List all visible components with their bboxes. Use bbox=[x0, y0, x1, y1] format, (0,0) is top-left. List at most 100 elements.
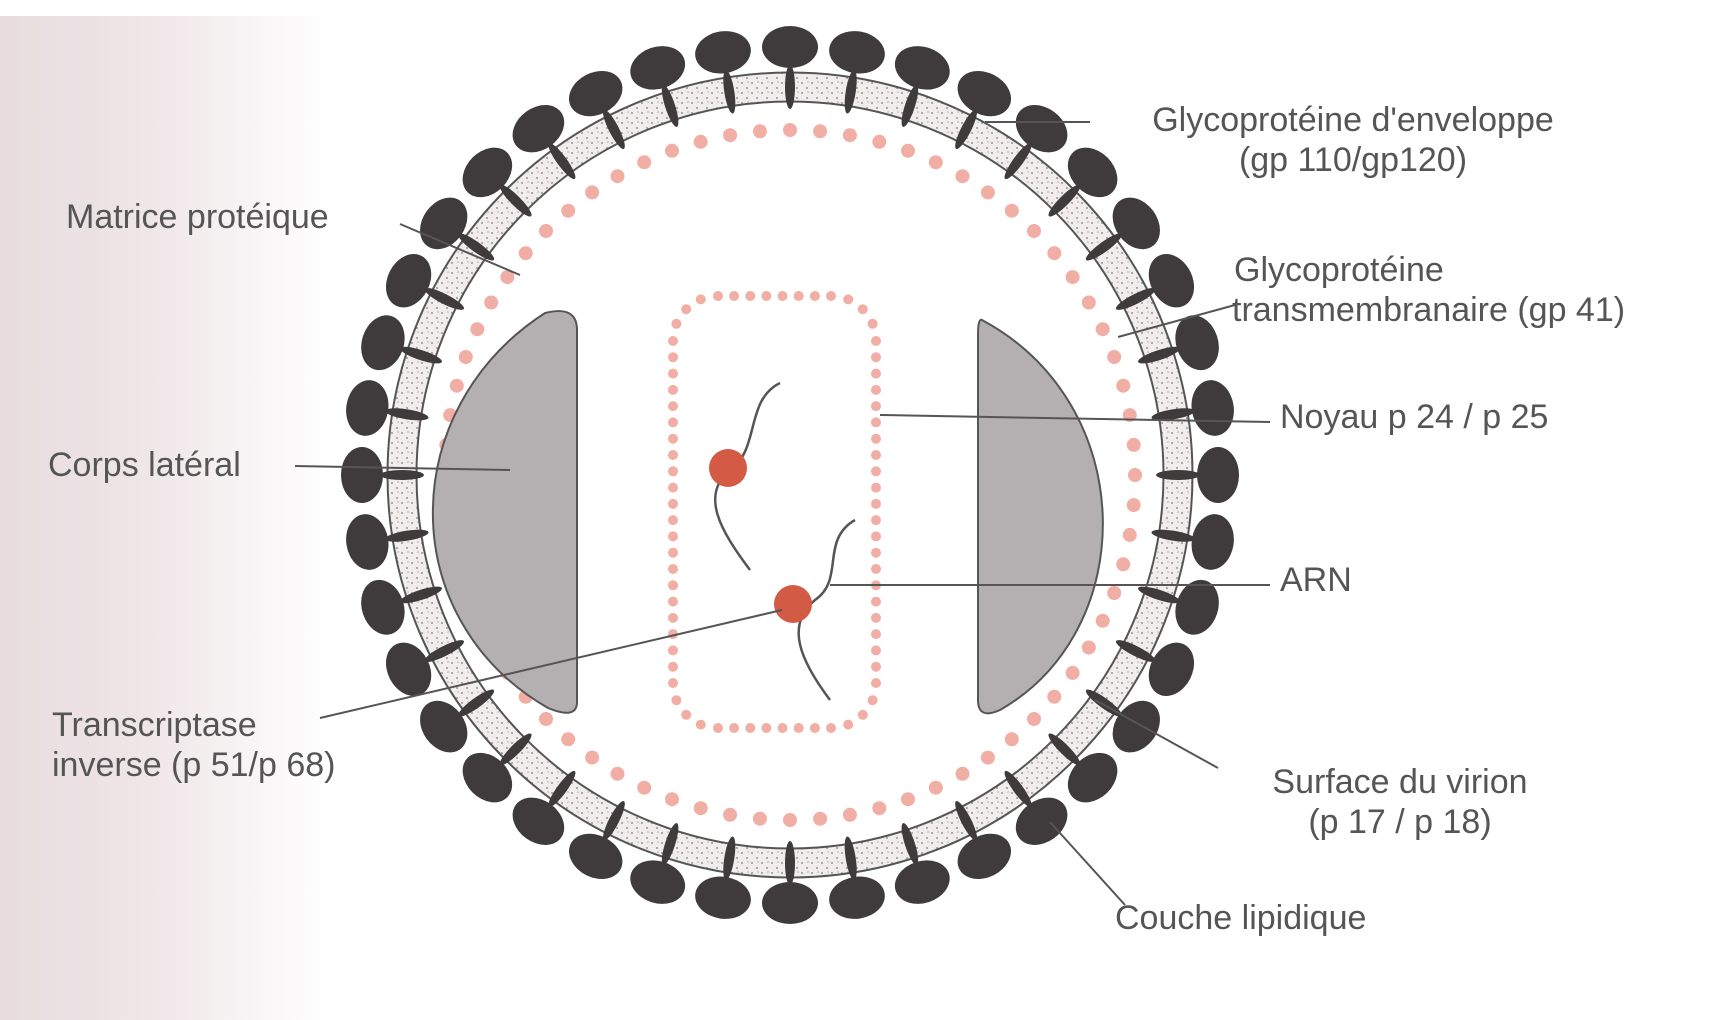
core-capsid-dot bbox=[761, 291, 771, 301]
core-capsid-dot bbox=[871, 678, 881, 688]
protein-matrix-dot bbox=[450, 379, 464, 393]
core-capsid-dot bbox=[778, 723, 788, 733]
protein-matrix-dot bbox=[1107, 350, 1121, 364]
protein-matrix-dot bbox=[872, 801, 886, 815]
core-capsid-dot bbox=[826, 291, 836, 301]
core-capsid-dot bbox=[810, 723, 820, 733]
core-capsid-dot bbox=[871, 466, 881, 476]
core-capsid-dot bbox=[778, 291, 788, 301]
core-capsid-dot bbox=[668, 401, 678, 411]
protein-matrix-dot bbox=[929, 155, 943, 169]
core-capsid-dot bbox=[871, 336, 881, 346]
protein-matrix-dot bbox=[981, 185, 995, 199]
label-virion-surface: Surface du virion (p 17 / p 18) bbox=[1220, 762, 1580, 842]
core-capsid-dot bbox=[871, 352, 881, 362]
label-envelope-glycoprotein-line1: Glycoprotéine d'enveloppe bbox=[1088, 100, 1618, 140]
protein-matrix-dot bbox=[665, 792, 679, 806]
protein-matrix-dot bbox=[1066, 270, 1080, 284]
label-reverse-transcriptase-line2: inverse (p 51/p 68) bbox=[52, 745, 336, 785]
core-capsid-dot bbox=[871, 385, 881, 395]
protein-matrix-dot bbox=[539, 712, 553, 726]
label-reverse-transcriptase: Transcriptase inverse (p 51/p 68) bbox=[52, 705, 336, 785]
protein-matrix-dot bbox=[1096, 614, 1110, 628]
core-capsid-dot bbox=[745, 291, 755, 301]
label-transmembrane-glycoprotein: Glycoprotéine transmembranaire (gp 41) bbox=[1232, 250, 1625, 330]
protein-matrix-dot bbox=[872, 135, 886, 149]
protein-matrix-dot bbox=[611, 767, 625, 781]
protein-matrix-dot bbox=[694, 135, 708, 149]
core-capsid-dot bbox=[871, 499, 881, 509]
core-capsid-dot bbox=[843, 294, 853, 304]
core-capsid-dot bbox=[871, 597, 881, 607]
label-protein-matrix: Matrice protéique bbox=[66, 197, 329, 237]
core-capsid-dot bbox=[871, 483, 881, 493]
core-capsid-dot bbox=[871, 662, 881, 672]
core-capsid-dot bbox=[668, 466, 678, 476]
core-capsid-dot bbox=[745, 723, 755, 733]
protein-matrix-dot bbox=[981, 751, 995, 765]
protein-matrix-dot bbox=[723, 808, 737, 822]
label-virion-surface-line2: (p 17 / p 18) bbox=[1220, 802, 1580, 842]
reverse-transcriptase-enzyme-1 bbox=[709, 449, 747, 487]
protein-matrix-dot bbox=[459, 350, 473, 364]
protein-matrix-dot bbox=[1027, 224, 1041, 238]
core-capsid-dot bbox=[713, 723, 723, 733]
protein-matrix-dot bbox=[783, 123, 797, 137]
protein-matrix-dot bbox=[1107, 586, 1121, 600]
label-rna: ARN bbox=[1280, 560, 1352, 600]
protein-matrix-dot bbox=[753, 124, 767, 138]
protein-matrix-dot bbox=[956, 767, 970, 781]
core-capsid-dot bbox=[696, 720, 706, 730]
core-capsid-dot bbox=[871, 515, 881, 525]
core-capsid-dot bbox=[810, 291, 820, 301]
lateral-body-right bbox=[978, 320, 1103, 714]
core-capsid-dot bbox=[871, 369, 881, 379]
label-envelope-glycoprotein-line2: (gp 110/gp120) bbox=[1088, 140, 1618, 180]
core-capsid-dot bbox=[713, 291, 723, 301]
protein-matrix-dot bbox=[1047, 246, 1061, 260]
core-capsid-dot bbox=[681, 710, 691, 720]
label-envelope-glycoprotein: Glycoprotéine d'enveloppe (gp 110/gp120) bbox=[1088, 100, 1618, 180]
protein-matrix-dot bbox=[637, 781, 651, 795]
label-reverse-transcriptase-line1: Transcriptase bbox=[52, 705, 336, 745]
core-capsid-dot bbox=[668, 499, 678, 509]
core-capsid-dot bbox=[871, 450, 881, 460]
core-capsid-dot bbox=[668, 336, 678, 346]
protein-matrix-dot bbox=[901, 144, 915, 158]
core-capsid-dot bbox=[671, 319, 681, 329]
core-capsid-dot bbox=[843, 720, 853, 730]
label-lateral-body: Corps latéral bbox=[48, 445, 241, 485]
protein-matrix-dot bbox=[813, 812, 827, 826]
protein-matrix-dot bbox=[1027, 712, 1041, 726]
core-capsid-dot bbox=[871, 434, 881, 444]
leader-lipid-layer bbox=[1050, 822, 1125, 905]
protein-matrix-dot bbox=[470, 322, 484, 336]
label-transmembrane-glycoprotein-line2: transmembranaire (gp 41) bbox=[1232, 290, 1625, 330]
core-capsid-dot bbox=[668, 515, 678, 525]
core-capsid-dot bbox=[668, 662, 678, 672]
core-capsid-dot bbox=[668, 564, 678, 574]
label-core: Noyau p 24 / p 25 bbox=[1280, 397, 1548, 437]
core-capsid-dot bbox=[858, 304, 868, 314]
core-capsid-dot bbox=[794, 291, 804, 301]
label-virion-surface-line1: Surface du virion bbox=[1220, 762, 1580, 802]
core-capsid-dot bbox=[681, 304, 691, 314]
protein-matrix-dot bbox=[723, 128, 737, 142]
core-capsid-dot bbox=[668, 645, 678, 655]
core-capsid-dot bbox=[871, 613, 881, 623]
core-capsid-dot bbox=[794, 723, 804, 733]
protein-matrix-dot bbox=[665, 144, 679, 158]
core-capsid-dot bbox=[761, 723, 771, 733]
core-capsid-dot bbox=[671, 695, 681, 705]
protein-matrix-dot bbox=[1005, 204, 1019, 218]
core-capsid-dot bbox=[668, 597, 678, 607]
protein-matrix-dot bbox=[813, 124, 827, 138]
core-capsid-dot bbox=[871, 564, 881, 574]
protein-matrix-dot bbox=[901, 792, 915, 806]
core-capsid-dot bbox=[858, 710, 868, 720]
core-capsid-dot bbox=[868, 319, 878, 329]
protein-matrix-dot bbox=[843, 128, 857, 142]
core-capsid-dot bbox=[871, 417, 881, 427]
protein-matrix-dot bbox=[611, 169, 625, 183]
